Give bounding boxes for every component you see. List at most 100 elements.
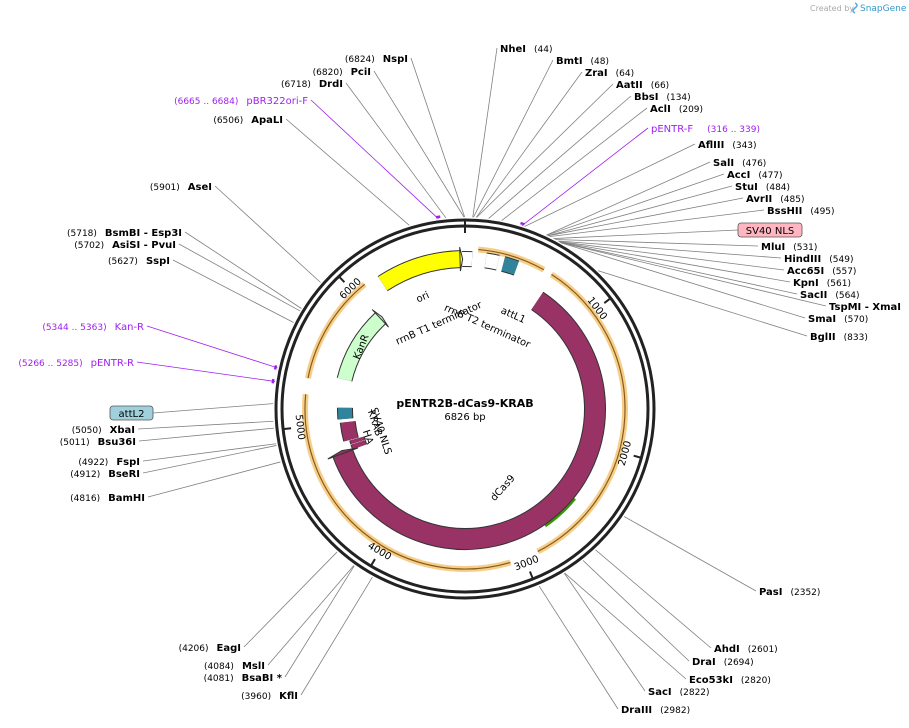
enzyme-label: (6718)DrdI [281, 79, 343, 90]
enzyme-label: BbsI(134) [634, 92, 691, 103]
primer-mark [273, 365, 278, 370]
enzyme-name: SacI [648, 687, 672, 698]
leader-line [561, 242, 806, 319]
enzyme-name: StuI [735, 182, 758, 193]
leader-line [598, 270, 808, 337]
enzyme-name: DraIII [621, 705, 652, 716]
enzyme-label: AccI(477) [727, 170, 783, 181]
enzyme-name: AvrII [746, 194, 772, 205]
enzyme-label: TspMI - XmaI(568) [829, 302, 909, 313]
plasmid-name: pENTR2B-dCas9-KRAB [396, 397, 533, 410]
enzyme-position: (3960) [241, 692, 271, 702]
enzyme-label: Acc65I (557) [787, 266, 856, 277]
enzyme-label: DraIII(2982) [621, 705, 690, 716]
primer-leader-line [136, 361, 276, 382]
tick-label: 5000 [293, 414, 307, 441]
enzyme-name: KflI [279, 691, 298, 702]
enzyme-position: (6820) [313, 68, 343, 78]
leader-line [564, 572, 687, 680]
enzyme-name: ZraI [585, 68, 608, 79]
leader-line [546, 173, 725, 236]
leader-line [559, 241, 791, 283]
primer-range: (5344 .. 5363) [42, 323, 106, 333]
enzyme-position: (134) [666, 93, 690, 103]
enzyme-name: PciI [351, 67, 371, 78]
enzyme-position: (6824) [345, 55, 375, 65]
leader-line [582, 560, 690, 662]
enzyme-name: PasI [759, 587, 782, 598]
leader-line [538, 585, 619, 710]
ori-arrowhead [459, 246, 464, 272]
enzyme-name: Eco53kI [689, 675, 733, 686]
enzyme-position: (6718) [281, 80, 311, 90]
primer-mark [435, 215, 441, 219]
leader-line [547, 185, 733, 237]
enzyme-position: (495) [810, 207, 834, 217]
enzyme-label: (4084)MslI [204, 661, 265, 672]
leader-line [475, 71, 583, 218]
enzyme-label: SacII(564) [800, 290, 860, 301]
feature-sv40-nls [351, 440, 367, 450]
enzyme-position: (476) [742, 159, 766, 169]
tick-mark [338, 275, 346, 283]
enzyme-position: (5011) [60, 438, 90, 448]
enzyme-position: (66) [651, 81, 669, 91]
enzyme-name: Acc65I [787, 266, 824, 277]
enzyme-label: (6820) PciI [313, 67, 371, 78]
enzyme-name: NheI [500, 44, 526, 55]
enzyme-position: (477) [758, 171, 782, 181]
enzyme-label: BmtI(48) [556, 56, 609, 67]
boxed-feature-label: SV40 NLS [746, 226, 795, 237]
enzyme-label: KpnI(561) [793, 278, 851, 289]
enzyme-position: (549) [829, 255, 853, 265]
dcas9-arrowhead [327, 447, 359, 460]
enzyme-name: BmtI [556, 56, 583, 67]
credit: Created by SnapGene [810, 2, 907, 14]
enzyme-name: MslI [242, 661, 265, 672]
enzyme-name: AclI [650, 104, 671, 115]
enzyme-label: (4922)FspI [78, 457, 140, 468]
tick-mark [370, 558, 376, 567]
enzyme-name: MluI [761, 242, 785, 253]
kanr-arrowhead [371, 309, 389, 328]
enzyme-position: (4081) [204, 674, 234, 684]
primer-label: pENTR-F(316 .. 339) [651, 124, 760, 135]
leader-line [410, 57, 466, 218]
enzyme-position: (209) [679, 105, 703, 115]
enzyme-name: SalI [713, 158, 734, 169]
enzyme-label: MluI(531) [761, 242, 817, 253]
leader-line [546, 161, 711, 236]
leader-line [560, 242, 827, 307]
leader-line [501, 107, 648, 221]
primer-label: (5266 .. 5285)pENTR-R [18, 358, 134, 369]
boxed-feature-box [737, 222, 803, 238]
primer-leader-line [146, 325, 278, 369]
enzyme-position: (570) [844, 315, 868, 325]
feature-label: HA [360, 429, 375, 446]
enzyme-name: AflIII [698, 140, 724, 151]
primer-mark [520, 221, 525, 226]
enzyme-name: BglII [810, 332, 836, 343]
enzyme-name: ApaLI [251, 115, 283, 126]
enzyme-label: PasI(2352) [759, 587, 820, 598]
enzyme-position: (2601) [748, 645, 778, 655]
primer-range: (5266 .. 5285) [18, 359, 82, 369]
enzyme-label: BglII(833) [810, 332, 868, 343]
primer-name: pENTR-F [651, 124, 693, 135]
leader-line [300, 576, 373, 696]
orf-arrow-green [544, 497, 576, 528]
enzyme-label: SacI(2822) [648, 687, 710, 698]
leader-line [138, 427, 274, 442]
feature-attl1 [501, 257, 519, 275]
enzyme-name: BssHII [767, 206, 802, 217]
enzyme-name: SmaI [808, 314, 836, 325]
tick-mark [603, 297, 612, 304]
enzyme-name: NspI [383, 54, 408, 65]
leader-line [555, 239, 759, 247]
leader-line [267, 565, 355, 666]
enzyme-position: (557) [832, 267, 856, 277]
enzyme-name: AhdI [714, 644, 740, 655]
enzyme-label: (4081)BsaBI * [204, 673, 283, 684]
feature-label: dCas9 [489, 473, 518, 503]
